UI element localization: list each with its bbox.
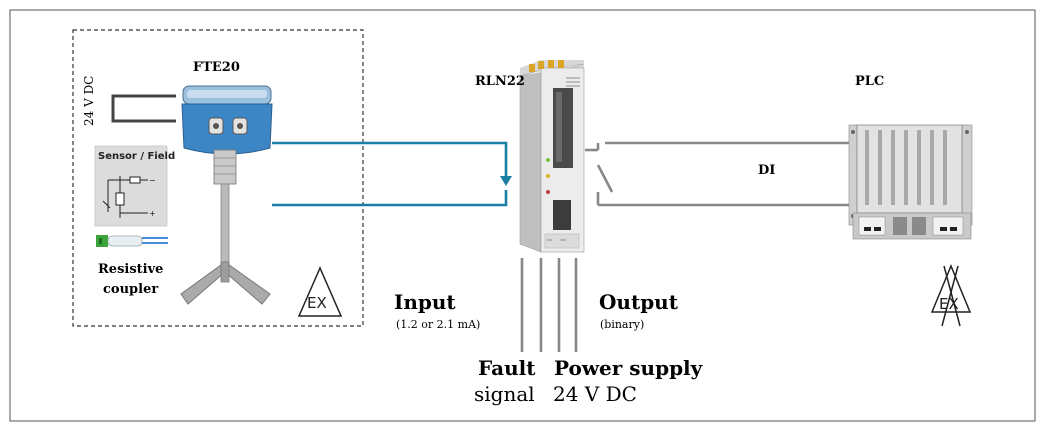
coupler-label-line1: Resistive	[98, 262, 163, 277]
fault-sublabel: signal	[474, 382, 535, 406]
rln22-label: RLN22	[475, 74, 525, 89]
resistive-coupler	[96, 235, 168, 247]
fte20-sensor	[181, 86, 272, 304]
plc-unit	[849, 125, 972, 239]
input-wires	[272, 143, 506, 205]
power-supply-label: Power supply	[554, 356, 702, 380]
supply-voltage-label: 24 V DC	[82, 76, 96, 126]
output-wires	[585, 143, 849, 205]
bottom-wires	[522, 258, 576, 352]
output-label: Output	[599, 290, 678, 314]
input-label: Input	[394, 290, 456, 314]
input-arrow	[500, 176, 512, 186]
fte20-label: FTE20	[193, 60, 240, 75]
input-sublabel: (1.2 or 2.1 mA)	[396, 318, 480, 331]
svg-text:+: +	[149, 209, 156, 218]
rln22-module	[520, 60, 584, 252]
plc-di-label: DI	[758, 163, 775, 178]
power-supply-voltage: 24 V DC	[553, 382, 637, 406]
supply-bracket	[113, 96, 176, 121]
sensor-field-title: Sensor / Field	[98, 151, 175, 162]
svg-text:−: −	[149, 176, 156, 185]
ex-mark-non-hazardous: EX	[939, 295, 959, 313]
fault-label: Fault	[478, 356, 535, 380]
coupler-label-line2: coupler	[103, 282, 158, 297]
output-sublabel: (binary)	[600, 318, 644, 331]
ex-mark-hazardous: EX	[307, 294, 327, 312]
plc-label: PLC	[855, 74, 884, 89]
